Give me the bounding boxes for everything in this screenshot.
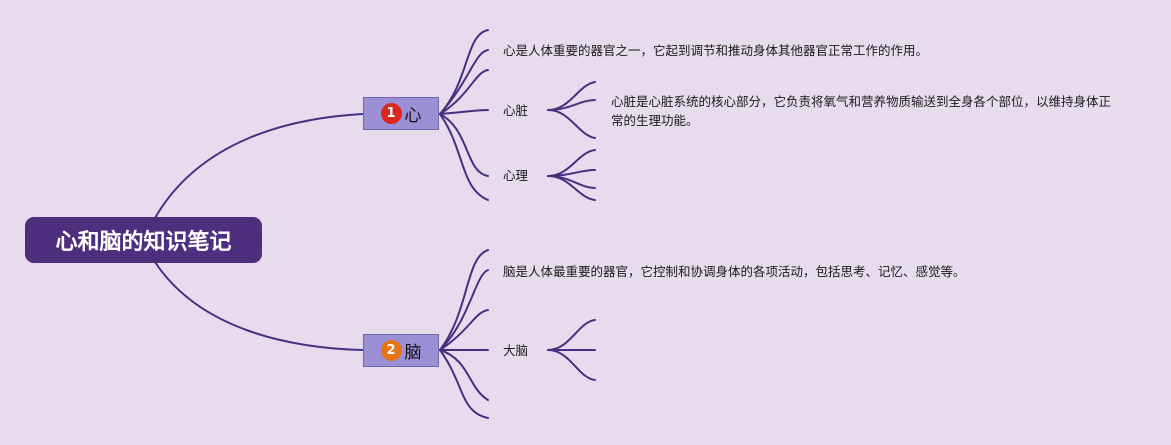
branch-brain-label: 脑 <box>404 343 422 363</box>
subtopic-xinzang[interactable]: 心脏 <box>503 103 529 118</box>
connector-heart-top <box>439 29 489 115</box>
connector-xinli-d <box>547 175 596 201</box>
root-topic-label: 心和脑的知识笔记 <box>55 230 232 255</box>
root-topic[interactable]: 心和脑的知识笔记 <box>25 217 262 263</box>
connector-brain-top <box>439 249 489 351</box>
connector-xinzang-c <box>547 109 596 139</box>
priority-2-badge: 2 <box>380 340 402 361</box>
heart-note[interactable]: 心是人体重要的器官之一，它起到调节和推动身体其他器官正常工作的作用。 <box>503 43 929 58</box>
branch-brain[interactable]: 2 脑 <box>363 334 439 367</box>
branch-heart-label: 心 <box>404 106 422 126</box>
connector-brain-note <box>439 269 489 351</box>
branch-heart[interactable]: 1 心 <box>363 97 439 130</box>
connector-brain-lower <box>439 349 489 401</box>
connector-xinli-a <box>547 149 596 177</box>
connector-root-to-heart <box>154 113 364 219</box>
connector-danao-a <box>547 319 596 351</box>
xinzang-note[interactable]: 心脏是心脏系统的核心部分，它负责将氧气和营养物质输送到全身各个部位，以维持身体正… <box>611 94 1112 128</box>
connector-heart-bottom <box>439 113 489 201</box>
subtopic-danao[interactable]: 大脑 <box>503 343 529 358</box>
connector-heart-mid <box>439 69 489 115</box>
priority-1-badge: 1 <box>380 103 402 124</box>
connector-heart-note <box>439 49 489 115</box>
brain-note[interactable]: 脑是人体最重要的器官，它控制和协调身体的各项活动，包括思考、记忆、感觉等。 <box>503 264 966 279</box>
connector-heart-xinli <box>439 113 489 177</box>
connector-xinli-b <box>547 169 596 177</box>
connector-root-to-brain <box>154 261 364 351</box>
subtopic-xinli[interactable]: 心理 <box>503 168 529 183</box>
connector-heart-xinzang <box>439 109 489 115</box>
connector-brain-bottom <box>439 349 489 419</box>
connector-danao-c <box>547 349 596 381</box>
connector-brain-mid <box>439 309 489 351</box>
